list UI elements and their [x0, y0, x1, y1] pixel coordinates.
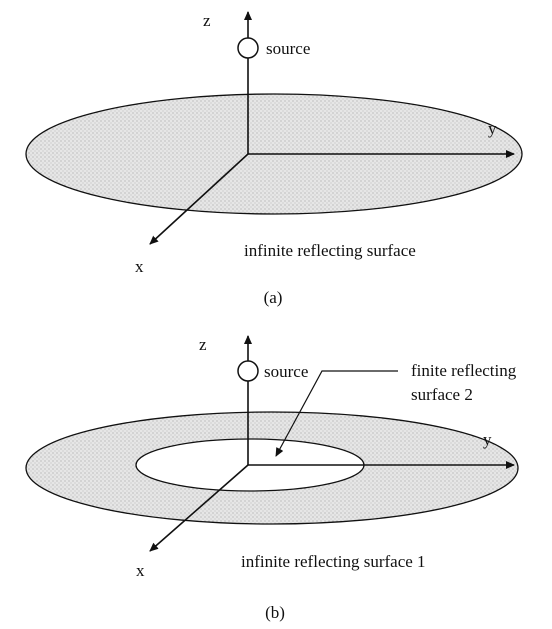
- axis-z-label-b: z: [199, 335, 207, 354]
- axis-x-label-b: x: [136, 561, 145, 580]
- caption-b: (b): [265, 603, 285, 622]
- finite-label-line2: surface 2: [411, 385, 473, 404]
- finite-surface-leader: [275, 370, 398, 457]
- axis-y-label-b: y: [483, 430, 492, 449]
- axis-x-label-a: x: [135, 257, 144, 276]
- source-icon-b: [237, 360, 259, 382]
- x-axis-a: [149, 153, 249, 245]
- panel-b: source finite reflecting surface 2 z y x…: [25, 335, 519, 622]
- source-label-a: source: [266, 39, 310, 58]
- axis-z-label-a: z: [203, 11, 211, 30]
- panel-a: source z y x infinite reflecting surface…: [25, 11, 523, 307]
- caption-a: (a): [264, 288, 283, 307]
- finite-label-line1: finite reflecting: [411, 361, 517, 380]
- source-icon-a: [237, 37, 259, 59]
- surface-label-b: infinite reflecting surface 1: [241, 552, 426, 571]
- source-label-b: source: [264, 362, 308, 381]
- axis-y-label-a: y: [488, 119, 497, 138]
- surface-label-a: infinite reflecting surface: [244, 241, 416, 260]
- x-axis-b: [149, 464, 249, 552]
